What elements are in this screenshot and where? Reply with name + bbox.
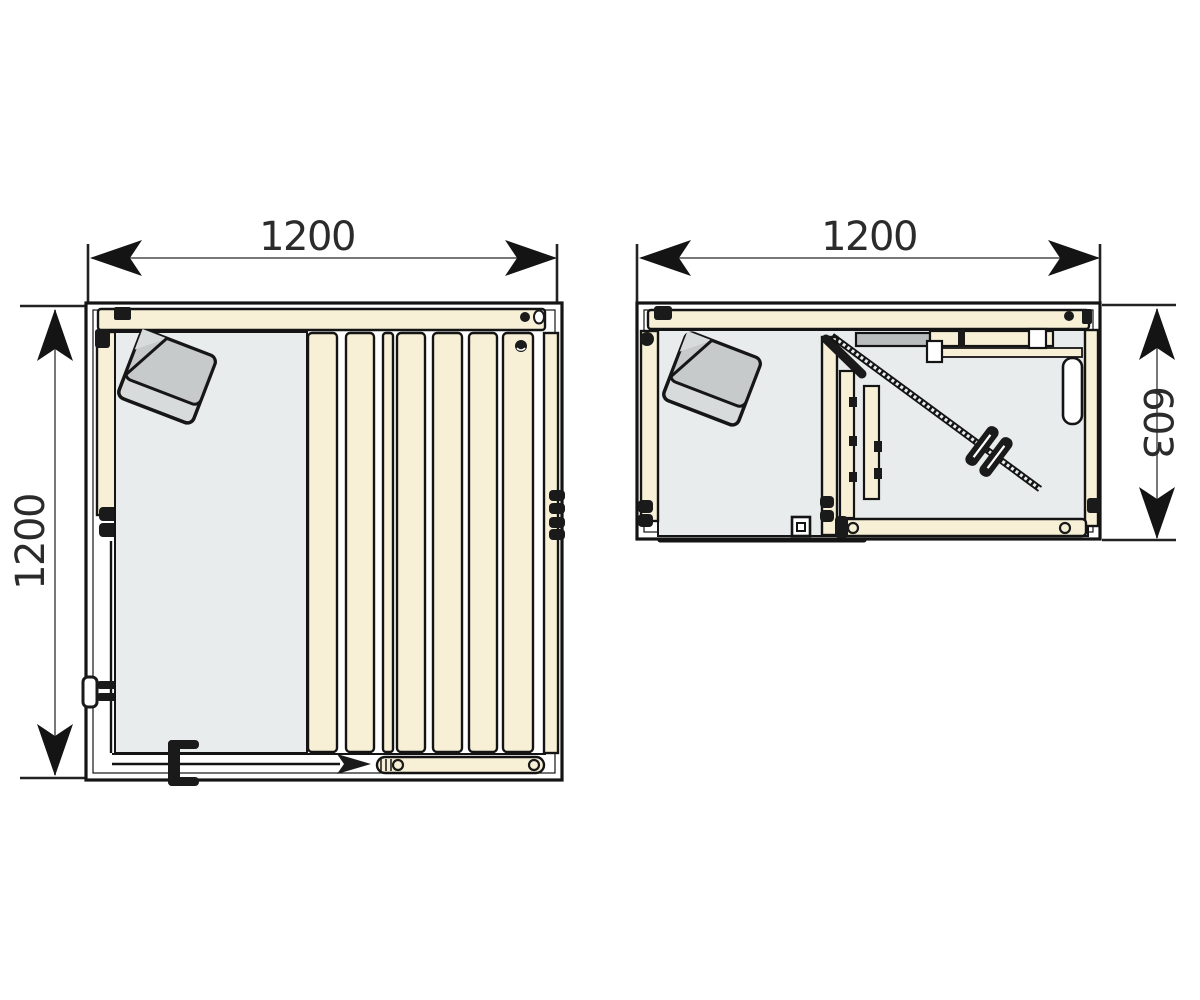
bottom-rail xyxy=(835,517,1088,538)
bracket xyxy=(1027,327,1048,350)
dimension-depth-right-view: 603 xyxy=(1102,303,1180,542)
hinge-fitting xyxy=(820,496,834,508)
right-wall-panel xyxy=(542,331,560,755)
rail-screw-icon xyxy=(527,758,541,772)
rail-screw-icon xyxy=(846,521,860,535)
dimension-label-width: 1200 xyxy=(821,214,917,260)
hinge-fitting xyxy=(1087,498,1100,513)
rod-handle-bar xyxy=(979,437,1013,477)
corner-fitting xyxy=(520,312,530,322)
bench-bracket xyxy=(849,397,857,407)
door-handle-outline xyxy=(1061,356,1084,426)
floor-bracket xyxy=(790,515,812,538)
bench-slat xyxy=(501,331,535,754)
dimension-label-depth: 603 xyxy=(1134,386,1180,458)
top-wall-panel xyxy=(646,308,1091,331)
dimension-top-left-view: 1200 xyxy=(86,214,559,303)
slat-strip xyxy=(940,347,1083,358)
door-hinge-top xyxy=(95,329,110,348)
bench-slat xyxy=(431,331,464,754)
hinge-fitting xyxy=(820,510,834,522)
screw-slot xyxy=(516,347,526,351)
cabin-folded xyxy=(635,301,1102,543)
door-direction-arrow-icon xyxy=(337,754,371,774)
rod-handle-bar xyxy=(965,426,999,466)
folded-bench-boards xyxy=(838,369,882,520)
corner-fitting xyxy=(1064,311,1074,321)
left-wall-panel xyxy=(639,329,660,523)
bench-bracket xyxy=(849,472,857,482)
cabin-assembled xyxy=(81,301,565,786)
bench-bracket xyxy=(874,441,882,452)
rail-screw-icon xyxy=(391,758,405,772)
corner-fitting xyxy=(654,306,672,320)
view-plan-folded: 1200 603 xyxy=(635,214,1180,543)
rail-screw-icon xyxy=(1058,521,1072,535)
bracket xyxy=(958,330,965,347)
threaded-rod xyxy=(829,333,1043,492)
bench-slat xyxy=(395,331,427,754)
bench-slats xyxy=(306,331,535,754)
gray-bar xyxy=(854,331,932,348)
packed-top-slats xyxy=(854,327,1083,364)
bench-bracket xyxy=(849,436,857,446)
door-bottom-bracket xyxy=(168,740,199,786)
hinge-fitting xyxy=(638,514,653,527)
corner-fitting xyxy=(1082,309,1092,324)
partition-bracket xyxy=(821,334,867,379)
dimension-top-right-view: 1200 xyxy=(635,214,1102,303)
bench-slat xyxy=(381,331,395,754)
right-wall-hinges xyxy=(549,490,565,540)
bracket xyxy=(925,339,944,364)
corner-fitting xyxy=(533,309,545,325)
left-wall-panel xyxy=(95,330,118,517)
bench-bracket xyxy=(874,468,882,479)
dimension-side-left-view: 1200 xyxy=(8,304,86,780)
dimension-label-height: 1200 xyxy=(8,494,54,590)
threshold-rail xyxy=(375,755,546,775)
corner-fitting xyxy=(640,332,654,346)
dimension-label-width: 1200 xyxy=(259,214,355,260)
bench-slat xyxy=(306,331,339,754)
top-wall-panel xyxy=(96,307,547,332)
view-plan-assembled: 1200 1200 xyxy=(8,214,565,786)
corner-fitting xyxy=(114,307,131,320)
bench-slat xyxy=(344,331,376,754)
hinge-fitting xyxy=(638,500,653,513)
bench-slat xyxy=(467,331,499,754)
right-wall-panel xyxy=(1083,328,1100,528)
rail-fitting xyxy=(835,516,848,538)
